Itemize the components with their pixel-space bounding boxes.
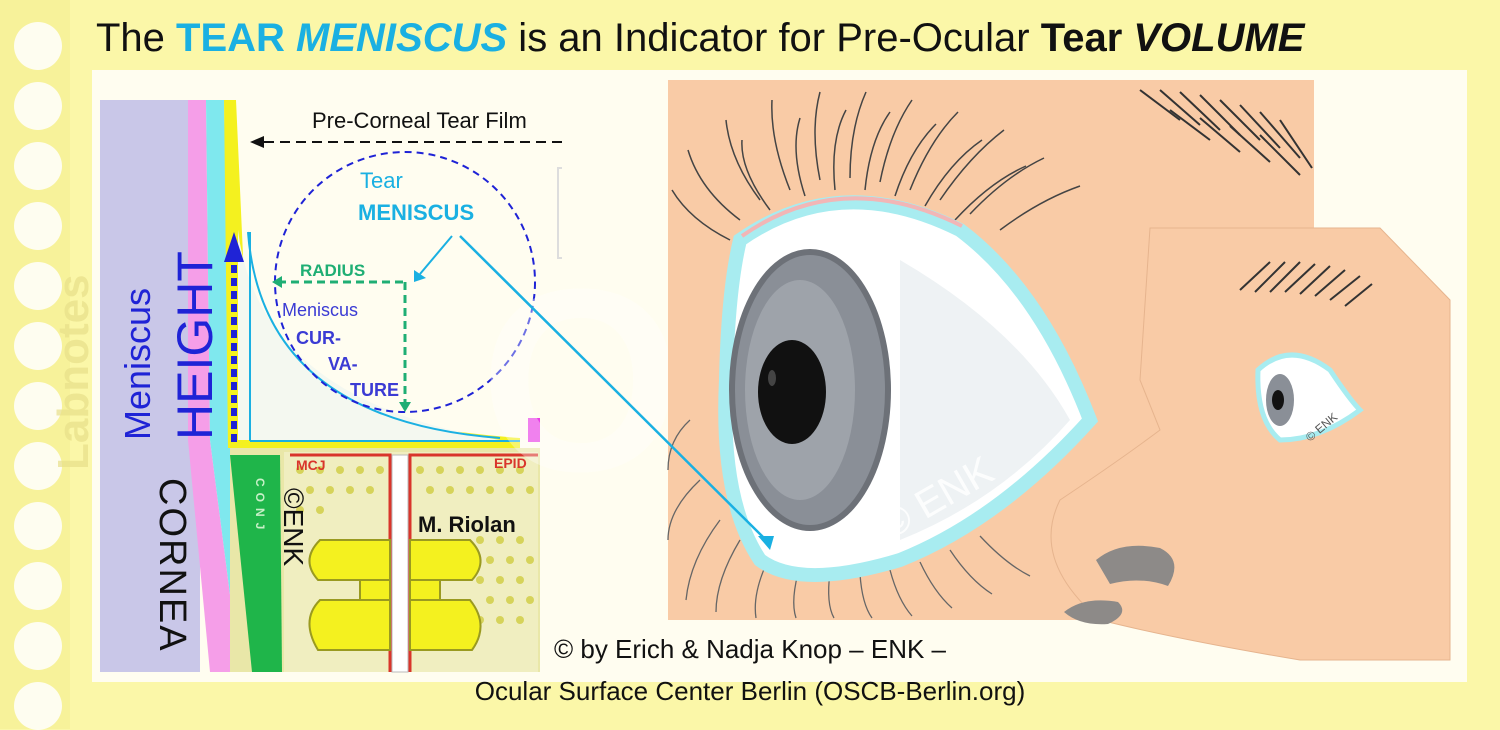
gland-shapes <box>308 539 482 651</box>
binder-strip <box>0 0 70 730</box>
riolan-label: M. Riolan <box>418 512 516 537</box>
eyebrow <box>1139 89 1313 176</box>
binder-hole <box>14 82 62 130</box>
meniscus-pointer-radius <box>419 235 453 275</box>
enk-vertical-label: ©ENK <box>278 488 309 567</box>
title-tear2: Tear <box>1040 16 1134 60</box>
conjunctiva-green <box>230 455 282 672</box>
title-part2: is an Indicator for Pre-Ocular <box>507 16 1041 60</box>
binder-hole <box>14 142 62 190</box>
binder-hole <box>14 262 62 310</box>
precorneal-arrowhead <box>250 136 264 148</box>
binder-hole <box>14 562 62 610</box>
side-watermark: Labnotes <box>49 274 98 470</box>
binder-hole <box>14 622 62 670</box>
epid-label: EPID <box>494 455 527 471</box>
credit-line-2: Ocular Surface Center Berlin (OSCB-Berli… <box>474 676 1026 706</box>
credit-line-1: © by Erich & Nadja Knop – ENK – <box>553 634 947 664</box>
pupil-highlight <box>768 370 776 386</box>
page-title: The TEAR MENISCUS is an Indicator for Pr… <box>96 16 1305 61</box>
tear-label: Tear <box>360 168 403 193</box>
binder-hole <box>14 442 62 490</box>
cornea-label: CORNEA <box>151 478 193 653</box>
meniscus-label: MENISCUS <box>358 200 474 225</box>
epithelium-layer <box>188 100 240 672</box>
curvature-label-1: Meniscus <box>282 300 358 320</box>
title-tear: TEAR <box>176 16 297 60</box>
binder-hole <box>14 382 62 430</box>
binder-hole <box>14 682 62 730</box>
binder-hole <box>14 502 62 550</box>
height-small-label: Meniscus <box>117 288 158 440</box>
bracket <box>557 167 562 259</box>
pupil <box>758 340 826 444</box>
mcj-label: MCJ <box>296 457 326 473</box>
curvature-label-3: VA- <box>328 354 358 374</box>
nostril-lower <box>1064 600 1123 625</box>
cornea-region <box>100 100 200 672</box>
binder-hole <box>14 202 62 250</box>
meniscus-inner <box>238 230 500 440</box>
iris-ring <box>729 249 891 531</box>
binder-hole <box>14 22 62 70</box>
title-meniscus: MENISCUS <box>296 16 508 60</box>
binder-hole <box>14 322 62 370</box>
inset-eyebrow <box>1239 261 1373 307</box>
conj-label: CONJ <box>253 478 267 535</box>
height-arrowhead <box>224 232 244 262</box>
title-volume: VOLUME <box>1133 16 1305 60</box>
precorneal-label: Pre-Corneal Tear Film <box>312 108 527 133</box>
nostril-upper <box>1096 545 1175 586</box>
radius-label: RADIUS <box>300 261 365 280</box>
epid-tip <box>528 418 540 442</box>
lower-eyelashes <box>667 419 1031 619</box>
duct <box>391 454 409 673</box>
radius-arrowhead-down <box>399 402 411 412</box>
curvature-label-4: TURE <box>350 380 399 400</box>
upper-eyelashes <box>671 91 1081 241</box>
sclera-shade <box>900 260 1070 540</box>
height-big-label: HEIGHT <box>167 251 223 440</box>
tear-meniscus-upper <box>740 196 963 238</box>
meniscus-pointer-head-1 <box>414 270 426 282</box>
curvature-label-2: CUR- <box>296 328 341 348</box>
title-part1: The <box>96 16 177 60</box>
inset-pupil <box>1272 390 1284 410</box>
gland-dots <box>296 466 534 624</box>
radius-arrowhead-left <box>272 276 282 288</box>
